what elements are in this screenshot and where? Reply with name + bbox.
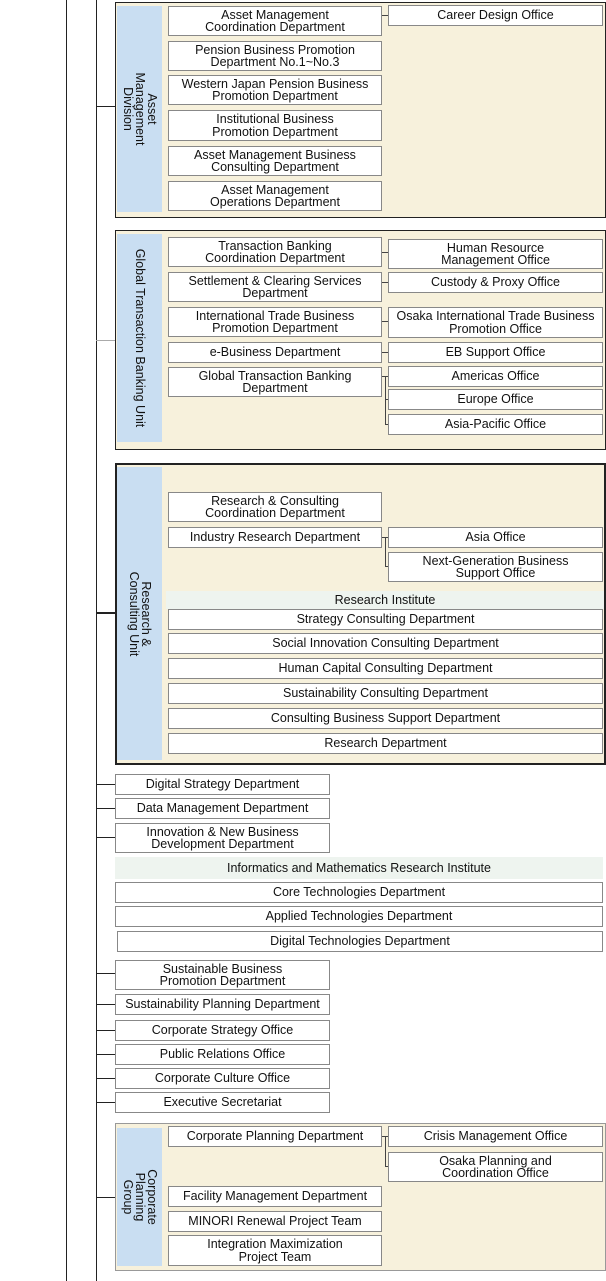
- connector-executive-secretariat: [96, 1102, 116, 1103]
- connector-asset-management: [96, 106, 116, 107]
- dept-asset-mgmt-operations: Asset Management Operations Department: [168, 181, 382, 211]
- link-eb-support: [382, 352, 388, 353]
- connector-corporate-strategy: [96, 1030, 116, 1031]
- office-corporate-culture: Corporate Culture Office: [115, 1068, 330, 1089]
- research-institute-band: Research Institute: [166, 591, 604, 609]
- office-europe: Europe Office: [388, 389, 603, 410]
- connector-digital-strategy: [96, 784, 116, 785]
- research-consulting-unit-label-text: Research & Consulting Unit: [126, 571, 153, 656]
- team-minori-renewal: MINORI Renewal Project Team: [168, 1211, 382, 1232]
- office-executive-secretariat: Executive Secretariat: [115, 1092, 330, 1113]
- dept-corporate-planning: Corporate Planning Department: [168, 1126, 382, 1147]
- office-public-relations: Public Relations Office: [115, 1044, 330, 1065]
- link-next-generation: [385, 566, 388, 567]
- connector-sustainable-business: [96, 973, 116, 974]
- office-asia-pacific: Asia-Pacific Office: [388, 414, 603, 435]
- office-custody-proxy: Custody & Proxy Office: [388, 272, 603, 293]
- office-crisis-management: Crisis Management Office: [388, 1126, 603, 1147]
- connector-public-relations: [96, 1054, 116, 1055]
- dept-western-japan-pension: Western Japan Pension Business Promotion…: [168, 75, 382, 105]
- dept-sustainability-planning: Sustainability Planning Department: [115, 994, 330, 1015]
- dept-digital-technologies: Digital Technologies Department: [117, 931, 603, 952]
- dept-facility-management: Facility Management Department: [168, 1186, 382, 1207]
- link-asia-pacific: [385, 424, 388, 425]
- dept-sustainability-consulting: Sustainability Consulting Department: [168, 683, 603, 704]
- link-osaka-international-trade: [382, 321, 388, 322]
- dept-transaction-banking-coordination: Transaction Banking Coordination Departm…: [168, 237, 382, 267]
- connector-data-management: [96, 808, 116, 809]
- corporate-planning-unit-label-text: Corporate Planning Group: [120, 1169, 159, 1225]
- office-career-design: Career Design Office: [388, 5, 603, 26]
- left-trunk-line: [66, 0, 67, 1281]
- global-transaction-unit-label-text: Global Transaction Banking Unit: [132, 248, 147, 428]
- bracket-industry-offices: [385, 537, 386, 567]
- asset-management-unit-label: Asset Management Division: [117, 6, 162, 212]
- dept-asset-mgmt-coordination: Asset Management Coordination Department: [168, 6, 382, 36]
- dept-industry-research: Industry Research Department: [168, 527, 382, 548]
- dept-innovation-new-business: Innovation & New Business Development De…: [115, 823, 330, 853]
- connector-innovation-new-business: [96, 837, 116, 838]
- dept-sustainable-business-promotion: Sustainable Business Promotion Departmen…: [115, 960, 330, 990]
- connector-sustainability-planning: [96, 1004, 116, 1005]
- research-consulting-unit-label: Research & Consulting Unit: [117, 467, 162, 760]
- dept-data-management: Data Management Department: [115, 798, 330, 819]
- dept-pension-business-promotion: Pension Business Promotion Department No…: [168, 41, 382, 71]
- office-asia: Asia Office: [388, 527, 603, 548]
- dept-consulting-business-support: Consulting Business Support Department: [168, 708, 603, 729]
- office-eb-support: EB Support Office: [388, 342, 603, 363]
- office-corporate-strategy: Corporate Strategy Office: [115, 1020, 330, 1041]
- link-hr-management: [382, 252, 388, 253]
- connector-research-consulting: [96, 612, 116, 614]
- dept-social-innovation-consulting: Social Innovation Consulting Department: [168, 633, 603, 654]
- informatics-institute-band: Informatics and Mathematics Research Ins…: [115, 857, 603, 879]
- bracket-corporate-planning-offices: [385, 1136, 386, 1167]
- office-human-resource-management: Human Resource Management Office: [388, 239, 603, 269]
- office-osaka-planning-coordination: Osaka Planning and Coordination Office: [388, 1152, 603, 1182]
- dept-international-trade: International Trade Business Promotion D…: [168, 307, 382, 337]
- link-custody-proxy: [382, 282, 388, 283]
- team-integration-maximization: Integration Maximization Project Team: [168, 1235, 382, 1266]
- dept-strategy-consulting: Strategy Consulting Department: [168, 609, 603, 630]
- dept-digital-strategy: Digital Strategy Department: [115, 774, 330, 795]
- main-trunk-line: [96, 0, 97, 1281]
- dept-e-business: e-Business Department: [168, 342, 382, 363]
- bracket-regional-offices: [385, 376, 386, 425]
- dept-global-transaction-banking: Global Transaction Banking Department: [168, 367, 382, 397]
- link-europe: [385, 399, 388, 400]
- link-osaka-planning: [385, 1166, 388, 1167]
- dept-institutional-business: Institutional Business Promotion Departm…: [168, 110, 382, 141]
- connector-global-transaction: [96, 340, 116, 341]
- link-career-design: [382, 15, 388, 16]
- dept-research-consulting-coordination: Research & Consulting Coordination Depar…: [168, 492, 382, 522]
- dept-research: Research Department: [168, 733, 603, 754]
- corporate-planning-unit-label: Corporate Planning Group: [117, 1128, 162, 1266]
- link-gtb-department: [382, 376, 388, 377]
- office-next-generation-business: Next-Generation Business Support Office: [388, 552, 603, 582]
- global-transaction-unit-label: Global Transaction Banking Unit: [117, 234, 162, 442]
- asset-management-unit-label-text: Asset Management Division: [120, 72, 159, 146]
- dept-asset-mgmt-consulting: Asset Management Business Consulting Dep…: [168, 146, 382, 176]
- dept-applied-technologies: Applied Technologies Department: [115, 906, 603, 927]
- dept-core-technologies: Core Technologies Department: [115, 882, 603, 903]
- dept-human-capital-consulting: Human Capital Consulting Department: [168, 658, 603, 679]
- office-osaka-international-trade: Osaka International Trade Business Promo…: [388, 307, 603, 338]
- connector-corporate-planning: [96, 1197, 116, 1198]
- dept-settlement-clearing: Settlement & Clearing Services Departmen…: [168, 272, 382, 302]
- connector-corporate-culture: [96, 1078, 116, 1079]
- office-americas: Americas Office: [388, 366, 603, 387]
